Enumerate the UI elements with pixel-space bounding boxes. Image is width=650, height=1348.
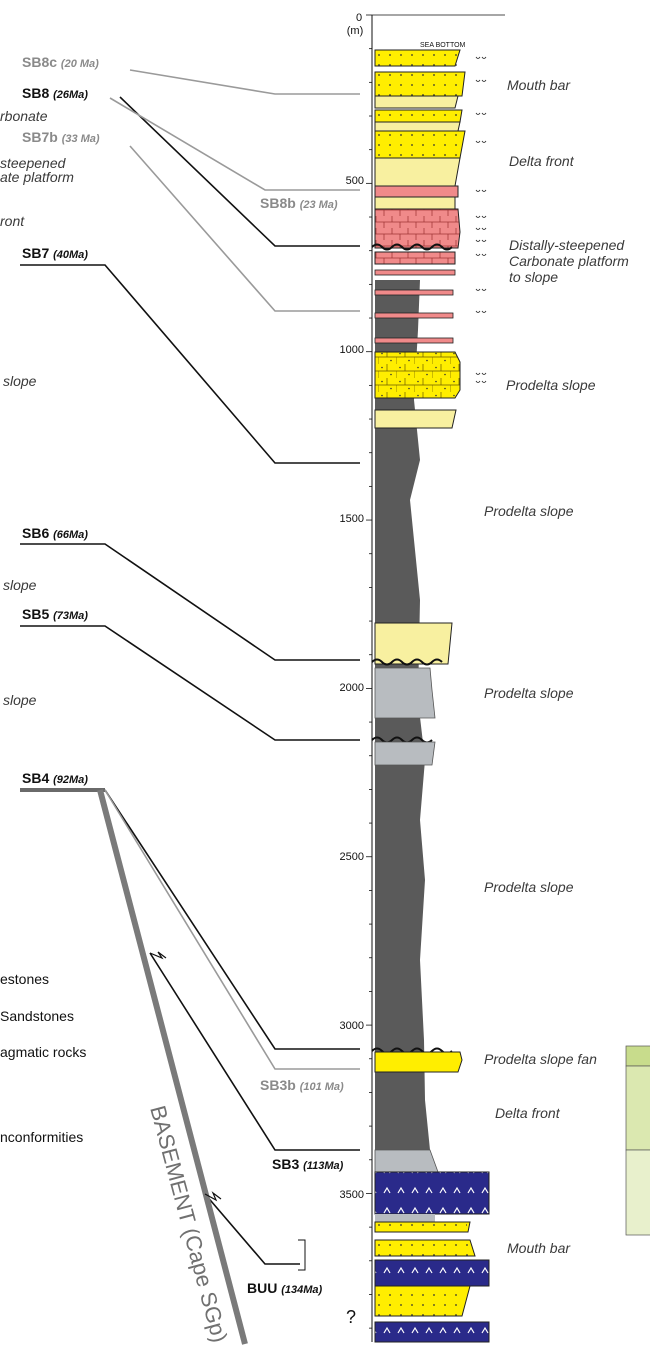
- carbonate-bed-3: [375, 290, 453, 295]
- sb4-line: [105, 790, 360, 1049]
- sb6-label: SB6 (66Ma): [22, 525, 88, 541]
- fragment-slope-2: slope: [3, 577, 37, 593]
- lithology-column: [372, 50, 489, 1342]
- facies-delta-front-bottom: Delta front: [495, 1105, 561, 1121]
- right-edge-panel: [626, 1046, 650, 1235]
- legend-limestones: estones: [0, 971, 49, 987]
- sb8-label: SB8 (26Ma): [22, 85, 88, 101]
- sand-layer-3-dots: [375, 110, 459, 122]
- facies-prodelta-1: Prodelta slope: [506, 377, 596, 393]
- facies-mouth-bar-top: Mouth bar: [507, 77, 571, 93]
- silt-1: [375, 668, 435, 718]
- facies-carbonate-2: Carbonate platform: [509, 253, 629, 269]
- pale-sand-5: [375, 410, 456, 428]
- sand-low-2-dots: [375, 1240, 470, 1256]
- carbonate-bed-2: [375, 270, 455, 275]
- fragment-platform: ate platform: [0, 169, 74, 185]
- sea-bottom-label: SEA BOTTOM: [420, 42, 466, 49]
- depth-ticks: 500 1000 1500 2000 2500 3000 3500: [340, 15, 372, 1328]
- buu-label: BUU (134Ma): [247, 1280, 323, 1296]
- depth-tick-label: 500: [346, 175, 364, 187]
- fragment-slope-1: slope: [3, 373, 37, 389]
- sb5-label: SB5 (73Ma): [22, 606, 88, 622]
- sb7-label: SB7 (40Ma): [22, 245, 88, 261]
- sand-layer-4-dots: [375, 131, 460, 158]
- pale-sand-1: [375, 96, 458, 108]
- facies-prodelta-4: Prodelta slope: [484, 879, 574, 895]
- facies-labels: Mouth bar Delta front Distally-steepened…: [484, 77, 629, 1256]
- silt-2: [375, 742, 435, 765]
- sand-low-1-dots: [375, 1222, 467, 1232]
- wave-symbols: [476, 57, 486, 383]
- legend-sandstones: Sandstones: [0, 1008, 74, 1024]
- silt-3: [375, 1150, 438, 1172]
- depth-unit-label: (m): [347, 25, 364, 37]
- pale-sand-4: [375, 197, 455, 209]
- sb5-line: [20, 626, 360, 740]
- pale-sand-2: [375, 122, 460, 131]
- facies-mouth-bar-bottom: Mouth bar: [507, 1240, 571, 1256]
- sb3-label: SB3 (113Ma): [272, 1156, 344, 1172]
- depth-tick-label: 2500: [340, 851, 364, 863]
- sb3b-label: SB3b (101 Ma): [260, 1077, 344, 1093]
- legend-magmatic: agmatic rocks: [0, 1044, 86, 1060]
- sb8b-label: SB8b (23 Ma): [260, 195, 338, 211]
- carbonate-bed-1: [375, 252, 455, 264]
- buu-bracket: [298, 1240, 305, 1270]
- magmatic-1: [375, 1172, 489, 1214]
- sb8b-line: [110, 98, 360, 190]
- pale-sand-6: [375, 623, 452, 664]
- silt-4: [375, 1214, 435, 1222]
- sand-low-3-dots: [375, 1286, 465, 1316]
- sb3-line: [150, 953, 360, 1150]
- facies-delta-front-top: Delta front: [509, 153, 575, 169]
- facies-prodelta-2: Prodelta slope: [484, 503, 574, 519]
- sb3b-line: [105, 790, 360, 1069]
- magmatic-2: [375, 1260, 489, 1286]
- depth-tick-label: 3500: [340, 1189, 364, 1201]
- sb6-line: [20, 544, 360, 660]
- facies-carbonate-1: Distally-steepened: [509, 237, 625, 253]
- sb8c-line: [130, 70, 360, 94]
- legend-unconformities: nconformities: [0, 1129, 83, 1145]
- sb4-label: SB4 (92Ma): [22, 770, 88, 786]
- depth-tick-label: 3000: [340, 1020, 364, 1032]
- sb8c-label: SB8c (20 Ma): [22, 54, 99, 70]
- sand-layer-2-dots: [375, 72, 460, 96]
- depth-tick-label: 1500: [340, 513, 364, 525]
- facies-prodelta-fan: Prodelta slope fan: [484, 1051, 597, 1067]
- magmatic-3: [375, 1322, 489, 1342]
- sb7b-label: SB7b (33 Ma): [22, 129, 100, 145]
- question-mark: ?: [346, 1307, 356, 1327]
- fragment-slope-3: slope: [3, 692, 37, 708]
- fragment-carbonate: rbonate: [0, 108, 48, 124]
- facies-prodelta-3: Prodelta slope: [484, 685, 574, 701]
- yellow-limestone: [375, 352, 460, 398]
- carbonate-bed-4: [375, 313, 453, 318]
- depth-zero-label: 0: [356, 12, 362, 24]
- sand-fan: [375, 1052, 462, 1072]
- sb8-line: [120, 97, 360, 246]
- fragment-front: ront: [0, 213, 25, 229]
- facies-carbonate-3: to slope: [509, 269, 558, 285]
- sand-layer-1-dots: [375, 50, 457, 66]
- depth-tick-label: 1000: [340, 344, 364, 356]
- pink-layer-1: [375, 186, 458, 197]
- carbonate-block: [375, 209, 460, 248]
- sb7b-line: [130, 146, 360, 311]
- legend: estones Sandstones agmatic rocks nconfor…: [0, 971, 86, 1145]
- depth-tick-label: 2000: [340, 682, 364, 694]
- carbonate-bed-5: [375, 338, 453, 343]
- sb7-line: [20, 265, 360, 463]
- pale-sand-3: [375, 158, 460, 186]
